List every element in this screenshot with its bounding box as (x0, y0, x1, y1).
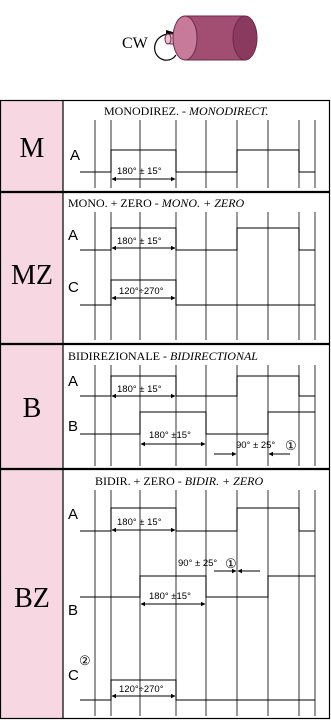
channel-b-b: B (68, 418, 78, 435)
section-codes: M MZ B BZ (11, 133, 53, 614)
dim-label-bz-c: 120°÷270° (119, 684, 164, 695)
table-grid (0, 99, 331, 720)
section-code-bz: BZ (14, 583, 50, 614)
waveform-bz-c (80, 679, 315, 701)
dim-label-bz-phase-note: ① (225, 556, 237, 571)
waveform-b-a (80, 375, 315, 397)
section-title-mz: MONO. + ZERO - MONO. + ZERO (68, 196, 245, 210)
channel-mz-c: C (68, 279, 79, 296)
section-title-b: BIDIREZIONALE - BIDIRECTIONAL (68, 349, 258, 363)
waveform-m-a (80, 149, 315, 173)
channel-bz-c-note: ② (79, 653, 91, 668)
label-column (1, 101, 63, 718)
motor-shaft-end (164, 33, 172, 45)
vertical-timing-lines (94, 120, 316, 716)
channel-m-a: A (70, 147, 80, 164)
waveform-bz-b (80, 575, 315, 598)
dim-label-bz-phase: 90° ± 25° (178, 558, 217, 569)
section-code-mz: MZ (11, 260, 53, 291)
section-title-m: MONODIREZ. - MONODIRECT. (104, 104, 268, 118)
dimension-arrows (111, 176, 290, 699)
motor-header: CW (122, 15, 258, 61)
dim-label-mz-c: 120°÷270° (119, 286, 164, 297)
cw-label: CW (122, 35, 149, 52)
dim-label-bz-b: 180° ±15° (149, 591, 191, 602)
channel-labels: A A C A B A B C ② (68, 147, 91, 684)
waveforms (80, 149, 315, 701)
channel-mz-a: A (68, 227, 78, 244)
channel-bz-a: A (68, 506, 78, 523)
section-code-m: M (20, 133, 45, 164)
dim-label-b-phase: 90° ± 25° (236, 440, 275, 451)
channel-bz-c: C (68, 667, 79, 684)
motor-icon (164, 15, 258, 61)
channel-b-a: A (68, 373, 78, 390)
waveform-mz-a (80, 227, 315, 251)
section-code-b: B (23, 393, 42, 424)
section-title-bz: BIDIR. + ZERO - BIDIR. + ZERO (95, 474, 264, 488)
dim-label-mz-a: 180° ± 15° (117, 236, 162, 247)
dim-label-b-phase-note: ① (285, 438, 297, 453)
dim-label-m-a: 180° ± 15° (117, 166, 162, 177)
waveform-mz-c (80, 279, 315, 306)
dim-label-b-b: 180° ±15° (149, 430, 191, 441)
rotation-arrow-icon (154, 33, 177, 61)
dim-label-b-a: 180° ± 15° (117, 384, 162, 395)
motor-body-end (232, 15, 258, 61)
dimension-labels: 180° ± 15° 180° ± 15° 120°÷270° 180° ± 1… (117, 166, 297, 695)
channel-bz-b: B (68, 602, 78, 619)
dim-label-bz-a: 180° ± 15° (117, 517, 162, 528)
motor-face (172, 15, 198, 61)
waveform-bz-a (80, 507, 315, 532)
waveform-b-b (80, 411, 315, 435)
section-titles: MONODIREZ. - MONODIRECT. MONO. + ZERO - … (68, 104, 268, 488)
